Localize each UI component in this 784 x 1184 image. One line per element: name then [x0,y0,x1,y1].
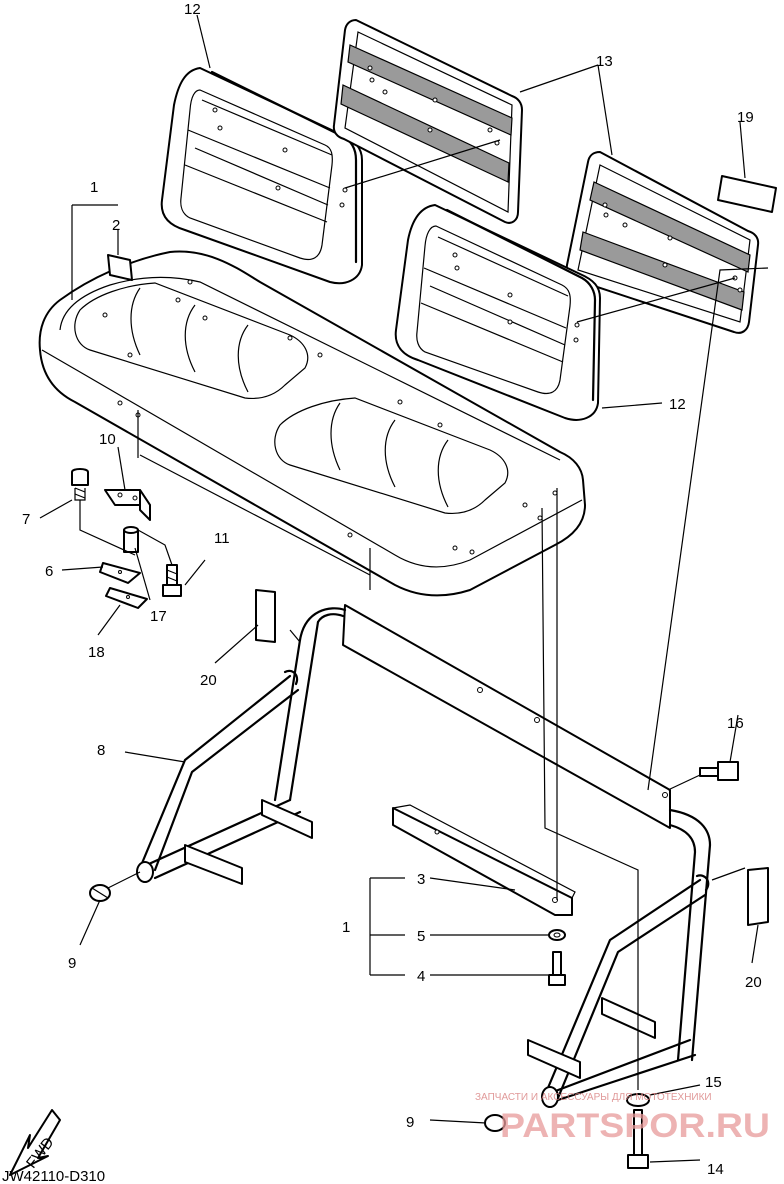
label-sticker-2 [107,254,133,281]
label-sticker-20-right [747,867,769,926]
callout-2: 2 [112,217,120,234]
callout-20-right: 20 [745,974,762,991]
callout-19: 19 [737,109,754,126]
callout-10: 10 [99,431,116,448]
callout-3: 3 [417,871,425,888]
bolt-frame-right [699,761,739,781]
backrest-board-upper [332,19,523,224]
backrest-board-right [565,151,760,334]
callout-12-right: 12 [669,396,686,413]
washer [548,929,566,941]
backrest-cushion-right [394,204,601,421]
callout-15: 15 [705,1074,722,1091]
callout-1-top: 1 [90,179,98,196]
callout-labels: 12 13 19 1 2 12 10 7 11 6 17 18 20 8 16 … [22,1,762,1178]
callout-1-mid: 1 [342,919,350,936]
callout-8: 8 [97,742,105,759]
watermark: ЗАПЧАСТИ И АКСЕССУАРЫ ДЛЯ МОТОТЕХНИКИ PA… [475,1092,770,1145]
callout-11: 11 [214,530,230,547]
diagram-code: JW42110-D310 [2,1168,105,1184]
collar [626,1093,650,1107]
watermark-tagline: ЗАПЧАСТИ И АКСЕССУАРЫ ДЛЯ МОТОТЕХНИКИ [475,1092,712,1103]
callout-4: 4 [417,968,425,985]
callout-17: 17 [150,608,167,625]
callout-6: 6 [45,563,53,580]
leader-lines [39,14,769,1163]
callout-13: 13 [596,53,613,70]
label-sticker-19 [717,175,777,213]
callout-20-left: 20 [200,672,217,689]
bolt-bottom [627,1109,649,1169]
callout-7: 7 [22,511,30,528]
callout-18: 18 [88,644,105,661]
cap-left [89,884,111,902]
fwd-arrow: FWD [9,1109,61,1176]
bolt [548,951,566,986]
backrest-cushion-left [160,67,363,285]
hardware-left [71,468,182,609]
seat-bracket [392,804,576,916]
callout-12-top: 12 [184,1,201,18]
seat-frame [136,604,712,1108]
callout-16: 16 [727,715,744,732]
watermark-brand: PARTSPOR.RU [500,1107,770,1145]
label-sticker-20-left [255,589,276,643]
callout-5: 5 [417,928,425,945]
callout-9-right: 9 [406,1114,414,1131]
callout-9-left: 9 [68,955,76,972]
callout-14: 14 [707,1161,724,1178]
